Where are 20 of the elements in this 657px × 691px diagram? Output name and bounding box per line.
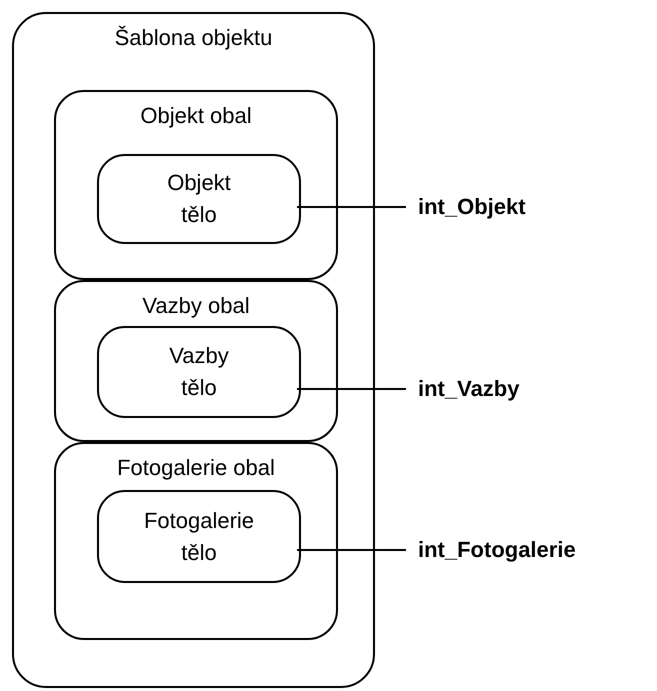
interface-label: int_Vazby: [418, 378, 520, 400]
connector-line: [297, 206, 406, 208]
box-heading: Fotogalerie obal: [116, 454, 276, 482]
box-heading: Vazby obal: [141, 292, 251, 320]
wrapper-box: [12, 12, 375, 688]
body-box: [97, 154, 301, 244]
body-box: [97, 326, 301, 418]
box-heading: Objekt obal: [139, 102, 253, 130]
box-label: Objekt tělo: [167, 169, 231, 229]
interface-label: int_Objekt: [418, 196, 526, 218]
box-label: Vazby tělo: [169, 342, 229, 402]
connector-line: [297, 549, 406, 551]
box-heading: Šablona objektu: [114, 24, 274, 52]
body-box: [97, 490, 301, 583]
wrapper-box: [54, 280, 338, 442]
connector-line: [297, 388, 406, 390]
wrapper-box: [54, 442, 338, 640]
box-label: Fotogalerie tělo: [144, 506, 254, 566]
interface-label: int_Fotogalerie: [418, 539, 576, 561]
wrapper-box: [54, 90, 338, 280]
